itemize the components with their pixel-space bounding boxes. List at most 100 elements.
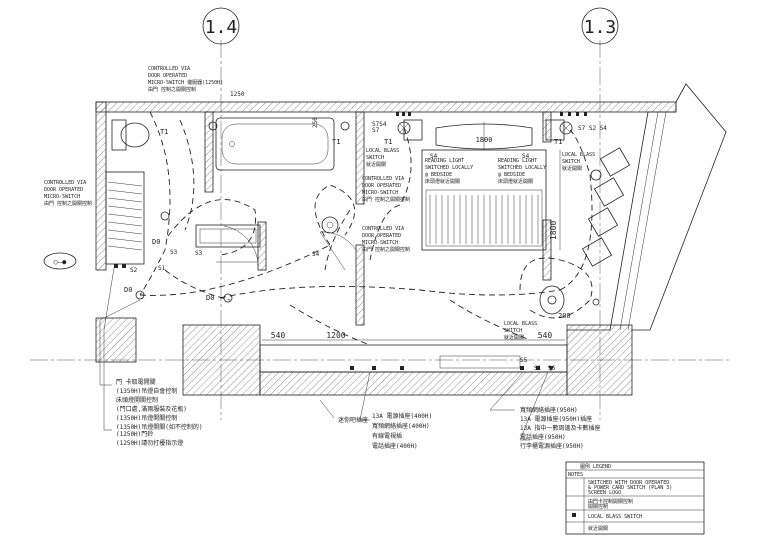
svg-text:SWITCHED LOCALLY: SWITCHED LOCALLY	[498, 165, 546, 171]
legend-right: 寬頻網絡插座(950H) 13A 電源插座(950H)插座 13A 指中一數周邊…	[520, 406, 600, 450]
svg-text:有線電視插: 有線電視插	[372, 432, 402, 440]
svg-text:床頭燈就近開關: 床頭燈就近開關	[498, 178, 533, 185]
svg-text:寬頻網絡插座(950H): 寬頻網絡插座(950H)	[520, 406, 578, 414]
light-code: D0	[206, 294, 214, 302]
dim-top-gap: 250	[312, 117, 319, 128]
svg-text:寬頻網絡插座(400H): 寬頻網絡插座(400H)	[372, 422, 430, 430]
bathtub	[215, 117, 335, 171]
svg-text:SCREEN LOGO: SCREEN LOGO	[588, 490, 621, 496]
legend-left-2: (1250H)門鈴 (1250H)請勿打擾指示燈	[116, 430, 183, 447]
svg-text:(1350H)吊燈開關(如不控制的): (1350H)吊燈開關(如不控制的)	[116, 423, 203, 431]
section-symbol: ○—●	[43, 252, 77, 270]
switch-code: S7	[372, 127, 380, 134]
svg-text:LOCAL BLASS SWITCH: LOCAL BLASS SWITCH	[588, 514, 642, 520]
light-codes: T1 T1 T1 T1 D0 D0 D0 200	[124, 128, 571, 320]
note-mid-a: CONTROLLED VIA DOOR OPERATED MICRO-SWITC…	[362, 176, 410, 203]
svg-text:CONTROLLED VIA: CONTROLLED VIA	[148, 66, 190, 72]
switch-code: S4	[430, 153, 438, 160]
note-desk-switch: LOCAL BLASS SWITCH 就近開關	[504, 321, 537, 341]
svg-text:床頭燈開關控制: 床頭燈開關控制	[116, 396, 158, 404]
svg-text:(門口處,滿兩服裝及花瓶): (門口處,滿兩服裝及花瓶)	[116, 405, 187, 413]
switch-code: S3	[195, 250, 203, 257]
svg-text:床頭燈就近開關: 床頭燈就近開關	[425, 178, 460, 185]
grid-mark-right: 1.3	[581, 7, 619, 45]
switch-codes: S7 S7S4 S4 S4 S3 S7 S2 S4 S4 S2 S1 S3 S5…	[130, 121, 607, 372]
window-facade	[567, 83, 727, 331]
svg-text:& POWER CARD SWITCH (PLAN 3): & POWER CARD SWITCH (PLAN 3)	[588, 485, 672, 491]
svg-text:由門 控制之開關控制: 由門 控制之開關控制	[148, 86, 196, 93]
toilet	[111, 119, 150, 151]
svg-text:迷你吧插座: 迷你吧插座	[338, 416, 368, 424]
light-code: T1	[160, 128, 168, 136]
note-left: CONTROLLED VIA DOOR OPERATED MICRO-SWITC…	[44, 180, 92, 207]
switch-code: S5	[520, 357, 528, 364]
light-code: T1	[384, 138, 392, 146]
grid-label-left: 1.4	[205, 17, 238, 38]
light-fixture	[160, 211, 170, 221]
svg-text:LOCAL BLASS: LOCAL BLASS	[366, 148, 399, 154]
dim-desk-right: 540	[538, 331, 553, 340]
grid-label-right: 1.3	[584, 17, 617, 38]
light-fixture	[321, 216, 339, 234]
svg-text:(1250H)請勿打擾指示燈: (1250H)請勿打擾指示燈	[116, 439, 183, 447]
svg-text:13A 電源插座(950H)插座: 13A 電源插座(950H)插座	[520, 415, 592, 423]
svg-text:DOOR OPERATED: DOOR OPERATED	[362, 233, 401, 239]
svg-text:DOOR OPERATED: DOOR OPERATED	[44, 187, 83, 193]
svg-text:行李櫃電源插座(950H): 行李櫃電源插座(950H)	[520, 442, 584, 450]
light-fixture	[135, 290, 145, 300]
title-block: 圖例 LEGEND NOTES SWITCHED WITH DOOR OPERA…	[565, 461, 705, 535]
switch-code: S3	[170, 249, 178, 256]
dimensions-misc: 1800 250 1250	[230, 91, 561, 250]
legend-mid: 迷你吧插座	[338, 416, 368, 424]
dim-desk-left: 540	[271, 331, 286, 340]
svg-text:圖例 LEGEND: 圖例 LEGEND	[580, 463, 611, 470]
switch-code: S2	[130, 267, 138, 274]
circuit-wiring	[139, 111, 593, 346]
note-bed-head-a: LOCAL BLASS SWITCH 就近開關	[366, 148, 399, 168]
light-fixture	[547, 295, 557, 305]
svg-text:@ BEDSIDE: @ BEDSIDE	[498, 172, 525, 178]
legend-center: 13A 電源插座(400H) 寬頻網絡插座(400H) 有線電視插 電話插座(4…	[372, 412, 432, 450]
vanity	[195, 224, 261, 248]
light-fixture	[592, 298, 600, 306]
lounge-seating	[539, 147, 631, 315]
svg-text:SWITCH: SWITCH	[562, 159, 580, 165]
svg-text:CONTROLLED VIA: CONTROLLED VIA	[362, 176, 404, 182]
svg-text:(1250H)門鈴: (1250H)門鈴	[116, 430, 153, 438]
legend-left: 門 卡取電開關 (1350H)吊燈自會控制 床頭燈開關控制 (門口處,滿兩服裝及…	[116, 378, 203, 431]
svg-text:DOOR OPERATED: DOOR OPERATED	[362, 183, 401, 189]
svg-text:MICRO-SWITCH: MICRO-SWITCH	[362, 190, 398, 196]
dim-bed-width: 1800	[476, 136, 493, 144]
light-code: D0	[124, 286, 132, 294]
svg-text:LOCAL BLASS: LOCAL BLASS	[562, 152, 595, 158]
light-code: 200	[558, 312, 571, 320]
svg-text:電話插座(950H): 電話插座(950H)	[520, 433, 566, 441]
light-fixture	[223, 293, 233, 303]
svg-text:由門 控制之開關控制: 由門 控制之開關控制	[44, 200, 92, 207]
svg-text:○—●: ○—●	[54, 258, 67, 266]
note-reading-right: READING LIGHT SWITCHED LOCALLY @ BEDSIDE…	[498, 158, 546, 185]
svg-text:門 卡取電開關: 門 卡取電開關	[116, 378, 156, 386]
svg-text:NOTES: NOTES	[568, 472, 583, 478]
svg-text:SWITCH: SWITCH	[504, 328, 522, 334]
svg-text:就近開關: 就近開關	[588, 525, 608, 532]
desk: 1200 540 540	[259, 331, 568, 373]
svg-text:13A 指中一數周邊及卡數插座: 13A 指中一數周邊及卡數插座	[520, 424, 600, 432]
note-bed-head-b: LOCAL BLASS SWITCH 就近開關	[562, 152, 595, 172]
svg-text:由門 控制之開關控制: 由門 控制之開關控制	[362, 246, 410, 253]
svg-text:就近開關: 就近開關	[366, 161, 386, 168]
light-fixture	[340, 121, 350, 131]
svg-text:READING LIGHT: READING LIGHT	[498, 158, 537, 164]
leader-lines	[99, 267, 549, 441]
light-code: D0	[152, 238, 160, 246]
light-code: T1	[554, 138, 562, 146]
svg-text:@ BEDSIDE: @ BEDSIDE	[425, 172, 452, 178]
svg-text:READING LIGHT: READING LIGHT	[425, 158, 464, 164]
dim-bed-height: 1800	[549, 221, 558, 240]
grid-mark-left: 1.4	[202, 7, 240, 45]
switch-code: S7 S2 S4	[578, 125, 607, 132]
dim-desk: 1200	[326, 331, 345, 340]
light-fixtures	[135, 121, 602, 306]
svg-text:電話插座(400H): 電話插座(400H)	[372, 442, 418, 450]
